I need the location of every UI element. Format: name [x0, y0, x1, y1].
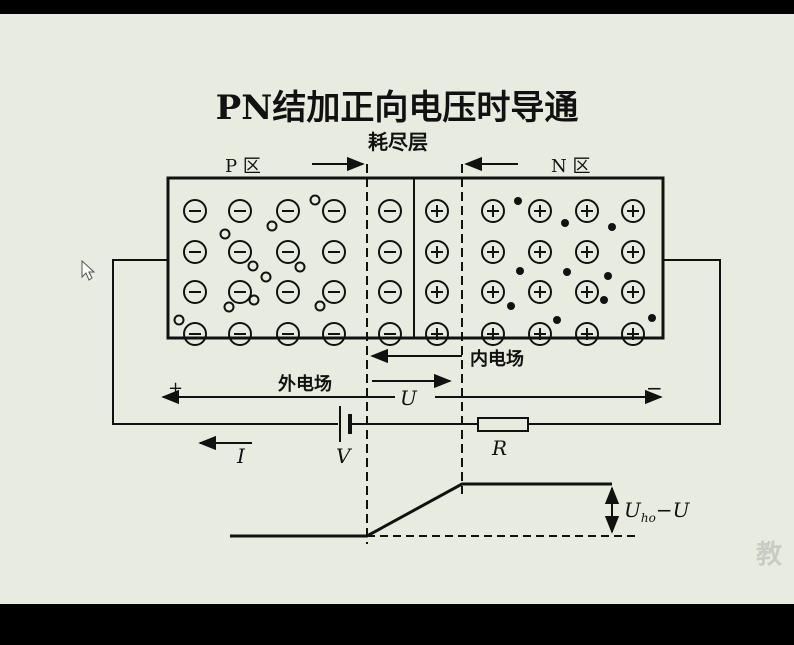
barrier-tail: −U: [655, 498, 690, 522]
positive-ion: [575, 240, 599, 264]
pn-junction-diagram: [81, 156, 721, 544]
carrier-dots: [173, 194, 656, 326]
negative-ion: [276, 240, 300, 264]
hole-carrier: [247, 260, 259, 272]
battery-symbol: [339, 406, 352, 442]
external-field-label: 外电场: [278, 374, 332, 395]
positive-ion: [528, 240, 552, 264]
barrier-subscript: ho: [640, 511, 656, 525]
hole-carrier: [223, 301, 235, 313]
positive-ion: [425, 240, 449, 264]
electron-carrier: [648, 314, 656, 322]
negative-ion: [183, 199, 207, 223]
positive-ion: [621, 280, 645, 304]
negative-ion: [183, 280, 207, 304]
negative-ion: [276, 322, 300, 346]
p-region-label: P 区: [225, 156, 261, 177]
hole-carrier: [266, 220, 278, 232]
internal-field-label: 内电场: [470, 349, 524, 370]
cursor-pointer-icon: [81, 259, 96, 281]
positive-ion: [425, 199, 449, 223]
hole-carrier: [248, 294, 260, 306]
electron-carrier: [514, 197, 522, 205]
positive-ion: [575, 280, 599, 304]
watermark: 教: [756, 540, 783, 570]
negative-ion: [228, 240, 252, 264]
negative-ion: [183, 240, 207, 264]
hole-carrier: [314, 300, 326, 312]
hole-carrier: [294, 261, 306, 273]
resistor-symbol: [477, 417, 529, 432]
hole-carrier: [173, 314, 185, 326]
negative-ion: [228, 199, 252, 223]
negative-ion: [378, 280, 402, 304]
negative-terminal-sign: −: [646, 376, 663, 400]
potential-curve: [230, 482, 612, 538]
positive-ion: [425, 322, 449, 346]
negative-ion: [378, 199, 402, 223]
battery-label: V: [336, 444, 351, 468]
electron-carrier: [561, 219, 569, 227]
positive-ion: [621, 240, 645, 264]
negative-ion: [228, 322, 252, 346]
positive-ion: [481, 322, 505, 346]
hole-carrier: [260, 271, 272, 283]
slide-canvas: PN结加正向电压时导通 耗尽层 P 区 N 区 内电场 外电场 + − U I …: [0, 14, 794, 604]
electron-carrier: [553, 316, 561, 324]
positive-ion: [575, 199, 599, 223]
n-region-label: N 区: [551, 156, 591, 177]
positive-ion: [528, 280, 552, 304]
negative-ion: [276, 199, 300, 223]
voltage-label: U: [400, 386, 417, 410]
positive-ion: [528, 199, 552, 223]
positive-ion: [528, 322, 552, 346]
page-title: PN结加正向电压时导通: [215, 88, 579, 128]
semiconductor-block: [166, 176, 665, 340]
positive-ion: [481, 280, 505, 304]
negative-ion: [276, 280, 300, 304]
negative-ion: [378, 322, 402, 346]
electron-carrier: [604, 272, 612, 280]
negative-ion: [228, 280, 252, 304]
resistor-label: R: [492, 436, 508, 460]
electron-carrier: [507, 302, 515, 310]
negative-ion: [322, 322, 346, 346]
electron-carrier: [516, 267, 524, 275]
negative-ion: [378, 240, 402, 264]
depletion-layer-label: 耗尽层: [368, 130, 428, 154]
circuit-wires: [112, 259, 721, 425]
positive-terminal-sign: +: [168, 378, 184, 399]
barrier-symbol: U: [624, 498, 641, 522]
positive-ion: [481, 199, 505, 223]
negative-ion: [322, 240, 346, 264]
current-label: I: [237, 444, 245, 468]
negative-ion: [322, 199, 346, 223]
electron-carrier: [608, 223, 616, 231]
negative-ion: [322, 280, 346, 304]
positive-ion: [621, 199, 645, 223]
barrier-potential-label: Uho−U: [624, 498, 689, 525]
depletion-boundaries: [366, 164, 463, 544]
electron-carrier: [563, 268, 571, 276]
positive-ion: [575, 322, 599, 346]
negative-ion: [183, 322, 207, 346]
positive-ion: [425, 280, 449, 304]
ion-lattice: [183, 199, 645, 346]
electron-carrier: [600, 296, 608, 304]
positive-ion: [621, 322, 645, 346]
positive-ion: [481, 240, 505, 264]
hole-carrier: [219, 228, 231, 240]
hole-carrier: [309, 194, 321, 206]
